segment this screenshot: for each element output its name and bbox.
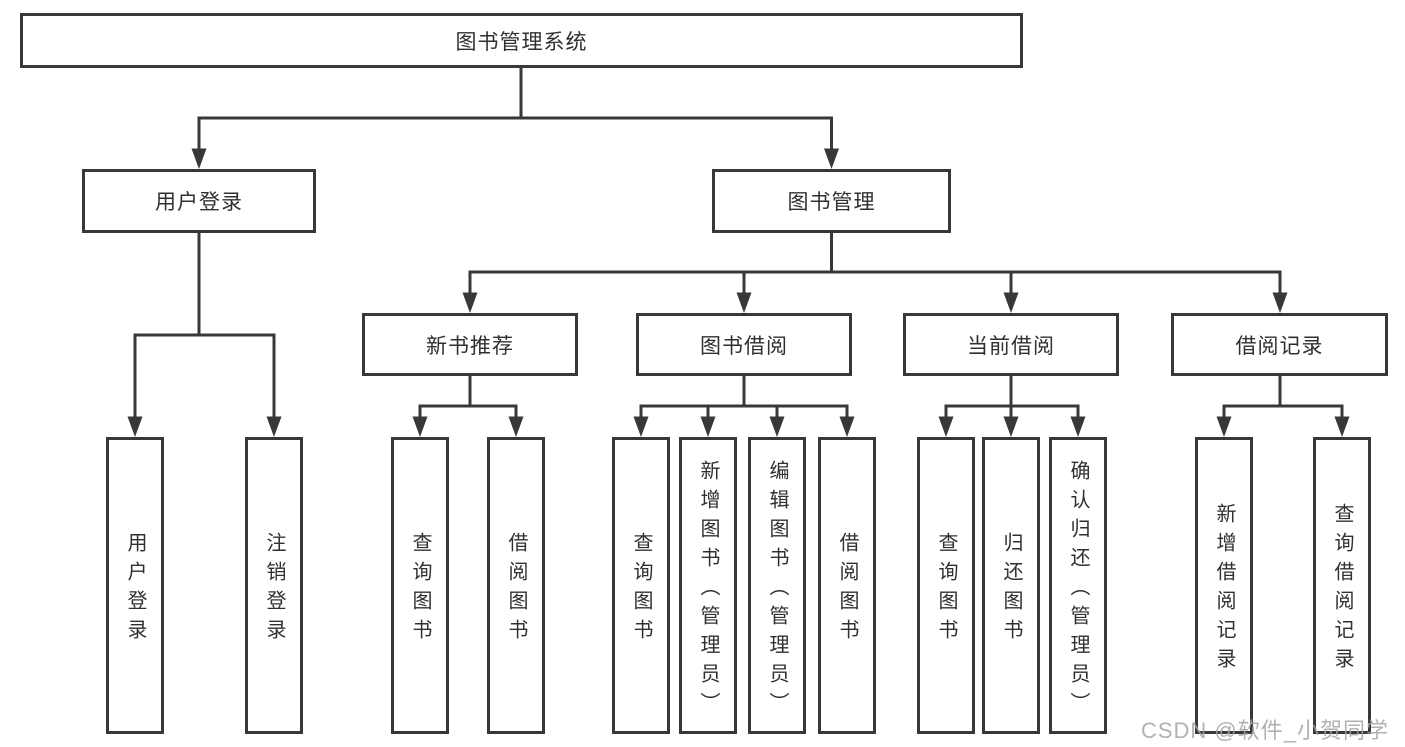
leaf-borrow-books-label: 借阅图书 bbox=[836, 532, 858, 648]
node-root-library-system: 图书管理系统 bbox=[20, 13, 1023, 68]
leaf-recommend-borrow-books-label: 借阅图书 bbox=[505, 532, 527, 648]
leaf-confirm-return-admin: 确认归还（管理员） bbox=[1049, 437, 1107, 734]
leaf-logout: 注销登录 bbox=[245, 437, 303, 734]
node-new-book-recommend: 新书推荐 bbox=[362, 313, 578, 376]
leaf-query-borrow-record: 查询借阅记录 bbox=[1313, 437, 1371, 734]
csdn-watermark: CSDN @软件_小贺同学 bbox=[1140, 718, 1389, 743]
leaf-borrow-query-books: 查询图书 bbox=[612, 437, 670, 734]
node-current-borrow-label: 当前借阅 bbox=[967, 334, 1055, 358]
node-book-management-label: 图书管理 bbox=[787, 191, 876, 214]
leaf-add-books-admin-label: 新增图书（管理员） bbox=[697, 459, 719, 721]
leaf-edit-books-admin-label: 编辑图书（管理员） bbox=[766, 459, 788, 721]
node-book-borrow: 图书借阅 bbox=[636, 313, 852, 376]
node-borrow-records-label: 借阅记录 bbox=[1235, 334, 1324, 358]
node-new-book-recommend-label: 新书推荐 bbox=[426, 334, 514, 358]
leaf-borrow-query-books-label: 查询图书 bbox=[630, 532, 652, 648]
leaf-user-login-label: 用户登录 bbox=[124, 532, 146, 648]
leaf-recommend-query-books-label: 查询图书 bbox=[409, 532, 431, 648]
node-book-management: 图书管理 bbox=[712, 169, 951, 233]
node-user-login: 用户登录 bbox=[82, 169, 316, 233]
leaf-query-borrow-record-label: 查询借阅记录 bbox=[1331, 503, 1353, 677]
leaf-add-borrow-record-label: 新增借阅记录 bbox=[1213, 503, 1235, 677]
leaf-recommend-query-books: 查询图书 bbox=[391, 437, 449, 734]
leaf-return-books: 归还图书 bbox=[982, 437, 1040, 734]
leaf-current-query-books-label: 查询图书 bbox=[935, 532, 957, 648]
node-root-label: 图书管理系统 bbox=[455, 30, 588, 54]
leaf-logout-label: 注销登录 bbox=[263, 532, 285, 648]
leaf-recommend-borrow-books: 借阅图书 bbox=[487, 437, 545, 734]
leaf-user-login: 用户登录 bbox=[106, 437, 164, 734]
node-current-borrow: 当前借阅 bbox=[903, 313, 1119, 376]
node-book-borrow-label: 图书借阅 bbox=[700, 334, 788, 358]
node-user-login-label: 用户登录 bbox=[155, 191, 243, 214]
leaf-current-query-books: 查询图书 bbox=[917, 437, 975, 734]
leaf-return-books-label: 归还图书 bbox=[1000, 532, 1022, 648]
leaf-borrow-books: 借阅图书 bbox=[818, 437, 876, 734]
leaf-add-books-admin: 新增图书（管理员） bbox=[679, 437, 737, 734]
node-borrow-records: 借阅记录 bbox=[1171, 313, 1388, 376]
leaf-edit-books-admin: 编辑图书（管理员） bbox=[748, 437, 806, 734]
leaf-confirm-return-admin-label: 确认归还（管理员） bbox=[1067, 459, 1089, 721]
leaf-add-borrow-record: 新增借阅记录 bbox=[1195, 437, 1253, 734]
